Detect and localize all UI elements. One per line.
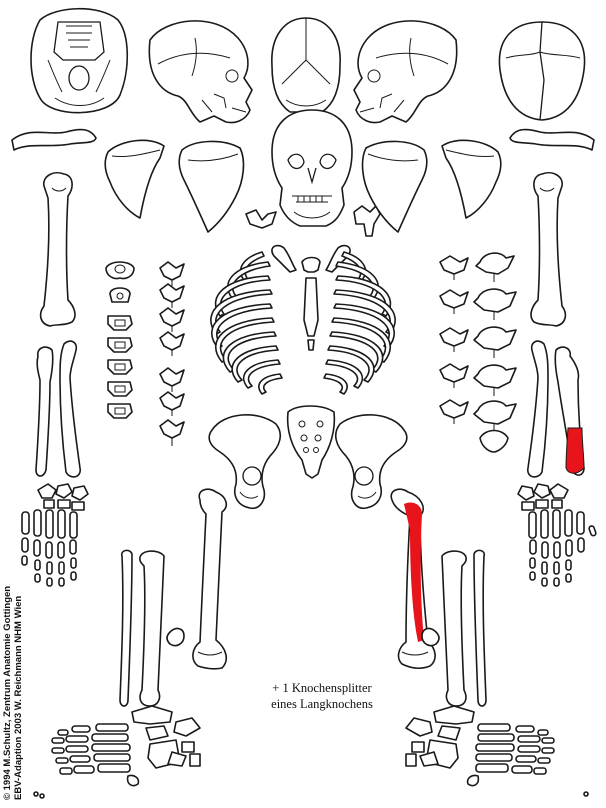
cervical-vertebra-c5 <box>108 360 132 374</box>
left-hand-metacarpals <box>529 510 584 538</box>
left-humerus <box>531 173 565 326</box>
right-clavicle <box>12 130 96 150</box>
right-hand-metacarpals <box>22 510 77 538</box>
left-radius <box>528 341 548 477</box>
right-femur <box>193 489 226 669</box>
right-humerus <box>41 173 75 326</box>
left-tibia <box>442 551 466 706</box>
skull-inferior-view <box>31 9 127 113</box>
left-foot <box>406 706 554 786</box>
cervical-vertebrae-column-right <box>106 262 134 418</box>
left-ribs <box>324 252 395 394</box>
left-clavicle <box>510 130 594 150</box>
cervical-vertebra-c6 <box>108 382 132 396</box>
skull-anterior-view <box>272 110 352 226</box>
note-line-2: eines Langknochens <box>252 696 392 712</box>
left-hand-phalanges <box>530 525 597 586</box>
skull-posterior-view <box>272 18 340 112</box>
sternum <box>302 258 320 351</box>
cervical-vertebra-c2 <box>110 288 130 302</box>
left-ulna-highlight <box>566 428 584 473</box>
right-patella <box>167 629 184 646</box>
skull-superior-view <box>499 22 584 120</box>
right-scapula-anterior <box>179 141 243 232</box>
sacrum <box>288 406 335 478</box>
note-line-1: + 1 Knochensplitter <box>252 680 392 696</box>
right-tibia <box>140 551 164 706</box>
left-hand <box>518 484 597 586</box>
atlas-vertebra <box>106 262 134 279</box>
sesamoid-bones <box>34 792 588 798</box>
thyroid-cartilage <box>354 206 380 236</box>
left-fibula <box>474 550 486 706</box>
thoracic-vertebrae-column-right <box>160 262 184 446</box>
right-scapula-posterior <box>105 140 164 218</box>
right-foot <box>52 706 200 786</box>
thoracic-vertebrae-column-left <box>440 256 468 424</box>
right-foot-metatarsals-phalanges <box>52 724 130 774</box>
left-scapula-posterior <box>442 140 501 218</box>
right-hand <box>22 484 88 586</box>
right-radius <box>60 341 80 477</box>
hyoid-bone <box>246 210 276 228</box>
cervical-vertebra-c4 <box>108 338 132 352</box>
left-foot-metatarsals-phalanges <box>476 724 554 774</box>
bone-fragment-note: + 1 Knochensplitter eines Langknochens <box>252 680 392 712</box>
cervical-vertebra-c7 <box>108 404 132 418</box>
cervical-vertebra-c3 <box>108 316 132 330</box>
right-ribs <box>211 252 282 394</box>
left-patella <box>422 629 439 646</box>
skull-right-lateral-view <box>149 21 252 123</box>
right-ulna <box>36 347 53 476</box>
skull-left-lateral-view <box>354 21 457 123</box>
left-ulna <box>555 347 584 475</box>
right-hand-phalanges <box>22 538 76 586</box>
right-fibula <box>120 550 132 706</box>
lumbar-vertebrae-column-left <box>474 253 516 452</box>
